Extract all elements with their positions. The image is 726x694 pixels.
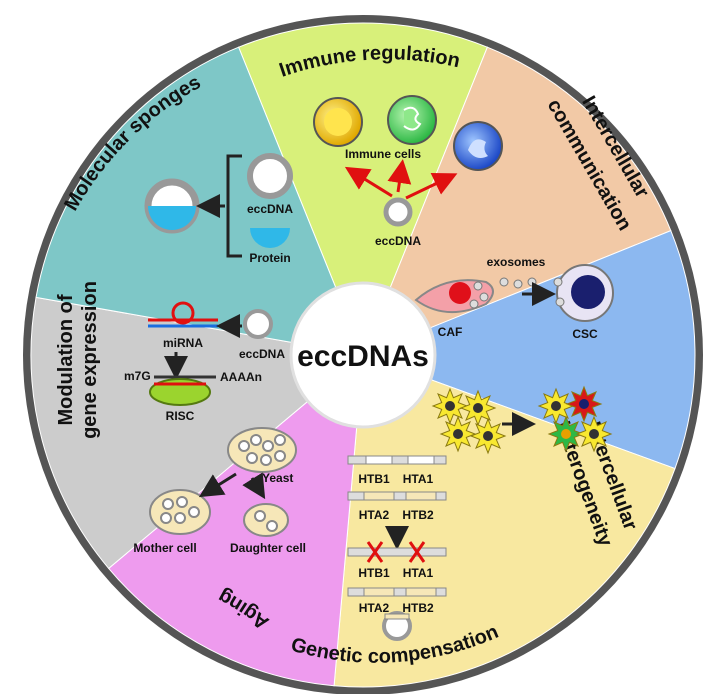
modulation-title-line2: gene expression [79,281,101,439]
gene-bar-icon [347,455,447,501]
modulation-title-line1: Modulation of [55,294,77,425]
hta2-label-top: HTA2 [359,508,390,522]
caf-label: CAF [438,325,463,339]
csc-cell-icon [553,264,614,322]
cancer-cell-icon [431,385,613,455]
center-circle [289,281,437,429]
arrow-to-immune1 [344,166,393,198]
immune-eccdna-label: eccDNA [375,234,421,248]
segment-aging [30,296,365,570]
risc-label: RISC [166,409,195,423]
risc-complex-icon [149,378,211,406]
sponge-eccdna-label: eccDNA [247,202,293,216]
segment-immune [362,46,672,356]
eccdna-circle-icon [383,197,413,227]
csc-label: CSC [572,327,598,341]
m7g-label: m7G [124,369,151,383]
sponge-bracket [226,154,242,258]
yeast-label: Yeast [262,471,293,485]
modulation-eccdna-icon [243,309,273,339]
htb2-label-bottom: HTB2 [402,601,434,615]
arrow-to-immune3 [405,172,458,200]
deleted-gene-bar-icon [347,541,447,597]
htb2-label-top: HTB2 [402,508,434,522]
yeast-cell-icon [149,427,297,537]
htb1-label-top: HTB1 [358,472,390,486]
center-label: eccDNAs [297,340,429,373]
daughter-cell-label: Daughter cell [230,541,306,555]
arrow-to-immune2 [387,159,412,193]
protein-icon [250,228,290,248]
mother-cell-label: Mother cell [133,541,196,555]
hta1-label-top: HTA1 [403,472,434,486]
hta2-label-bottom: HTA2 [359,601,390,615]
sponge-eccdna-icon [247,153,293,199]
aaaa-label: AAAAn [220,370,262,384]
segment-genetic [107,353,364,687]
hta1-label-bottom: HTA1 [403,566,434,580]
htb1-label-bottom: HTB1 [358,566,390,580]
immune-cell-icon [313,97,363,147]
modulation-eccdna-label: eccDNA [239,347,285,361]
rna-hairpin-icon [148,301,218,328]
eccdna-gene-circle-icon [382,611,412,641]
immune-cells-label: Immune cells [345,147,421,161]
mother-arrow [198,472,237,498]
protein-label: Protein [249,251,290,265]
caf-cell-icon [414,279,494,314]
daughter-arrow [242,472,266,500]
exosomes-label: exosomes [487,255,546,269]
mirna-label: miRNA [163,336,203,350]
macrophage-icon [453,121,503,171]
sponge-complex-icon [144,178,200,234]
neutrophil-icon [387,95,437,145]
